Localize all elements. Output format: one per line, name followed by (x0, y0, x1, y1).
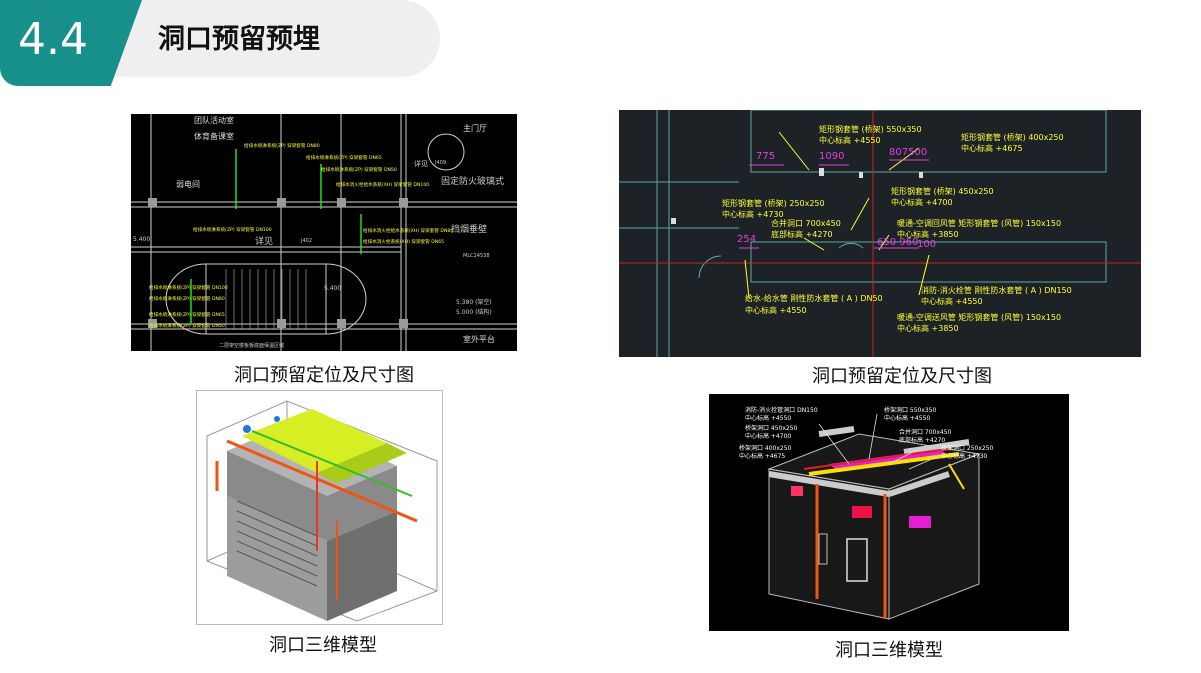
model2-label: 桥架洞口 250x250 (941, 444, 994, 452)
caption-cad-detail: 洞口预留定位及尺寸图 (812, 366, 992, 387)
cad2-label: 矩形钢套管 (桥架) 450x250 (891, 186, 994, 196)
cad1-pipe-label: 给排水喷淋系统(ZP) 穿梁套管 DN50 (321, 166, 397, 173)
section-number: 4.4 (18, 14, 88, 65)
cad1-room-label: 室外平台 (463, 334, 495, 344)
cad1-pipe-label: 给排水喷淋系统(ZP) 穿梁套管 DN80 (149, 295, 225, 302)
cad1-pipe-label: 给排水消火栓系统(XH) 穿梁套管 DN65 (363, 238, 444, 245)
cad2-dimension: 807500 (889, 147, 927, 158)
cad1-pipe-label: 给排水喷淋系统(ZP) 穿梁套管 DN65 (149, 311, 225, 318)
model2-label: 桥架洞口 400x250 (739, 444, 792, 452)
cad1-note: 二层架空楼板板底面保温区域 (219, 342, 284, 349)
cad2-label: 中心标高 +3850 (897, 323, 959, 333)
cad1-pipe-label: 给排水喷淋系统(ZP) 穿梁套管 DN100 (149, 284, 228, 291)
caption-model-dark: 洞口三维模型 (835, 640, 943, 661)
model2-label: 中心标高 +4700 (745, 432, 791, 440)
cad2-label: 矩形钢套管 (桥架) 250x250 (722, 198, 825, 208)
cad2-dimension: 1090 (819, 151, 844, 162)
cad2-label: 矩形钢套管 (桥架) 550x350 (819, 124, 922, 134)
cad1-note: 5.400 (133, 236, 150, 243)
cad1-note: J409 (434, 160, 446, 166)
model2-label: 底部标高 +4270 (899, 436, 945, 444)
cad1-note: 详见 (414, 159, 428, 168)
cad1-room-label: 主门厅 (463, 123, 487, 133)
cad2-label: 底部标高 +4270 (771, 229, 833, 239)
cad1-pipe-label: 给排水喷淋系统(ZP) 穿梁套管 DN50 (149, 322, 225, 329)
cad2-dimension: 100 (917, 239, 936, 250)
model2-label: 中心标高 +4550 (745, 414, 791, 422)
cad2-dimension: 650 960 (877, 237, 918, 248)
cad2-label: 中心标高 +4675 (961, 143, 1023, 153)
model2-label: 消防-消火栓管洞口 DN150 (745, 406, 818, 414)
cad2-label: 合并洞口 700x450 (771, 218, 841, 228)
cad1-note: J402 (300, 238, 312, 244)
cad2-label: 中心标高 +4700 (891, 197, 953, 207)
model2-label: 中心标高 +4730 (941, 452, 987, 460)
cad1-note: 挡烟垂壁 (451, 223, 487, 235)
cad2-label: 暖通-空调送风管 矩形钢套管 (风管) 150x150 (897, 312, 1061, 322)
cad2-label: 消防-消火栓管 刚性防水套管 ( A ) DN150 (921, 285, 1072, 295)
model-3d-figure-dark: 消防-消火栓管洞口 DN150 中心标高 +4550 桥架洞口 550x350 … (709, 394, 1069, 631)
cad2-label: 矩形钢套管 (桥架) 400x250 (961, 132, 1064, 142)
cad1-pipe-label: 给排水消火栓给水系统(XH) 穿梁套管 DN80 (363, 227, 453, 234)
cad1-note: MLC24538 (463, 253, 490, 259)
cad1-note: 5.380 (架空) (456, 298, 492, 306)
cad1-pipe-label: 给排水喷淋系统(ZP) 穿梁套管 DN65 (306, 154, 382, 161)
cad2-label: 暖通-空调回风管 矩形钢套管 (风管) 150x150 (897, 218, 1061, 228)
model2-label: 桥架洞口 550x350 (884, 406, 937, 414)
cad1-note: 5.000 (结构) (456, 308, 492, 316)
cad2-dimension: 254 (737, 234, 756, 245)
cad1-pipe-label: 给排水喷淋系统(ZP) 穿梁套管 DN80 (244, 142, 320, 149)
model2-label: 合并洞口 700x450 (899, 428, 952, 436)
cad2-label: 给水-给水管 刚性防水套管 ( A ) DN50 (745, 293, 883, 303)
cad1-room-label: 体育备课室 (194, 131, 234, 141)
cad1-pipe-label: 给排水消火栓给水系统(XH) 穿梁套管 DN100 (336, 181, 429, 188)
cad2-label: 中心标高 +3850 (897, 229, 959, 239)
cad-plan-figure: 团队活动室 体育备课室 主门厅 弱电间 室外平台 详见 J409 J402 固定… (131, 114, 517, 351)
cad2-label: 中心标高 +4550 (819, 135, 881, 145)
cad1-note: 5.400 (324, 285, 341, 292)
model2-label: 中心标高 +4550 (884, 414, 930, 422)
model2-label: 桥架洞口 450x250 (745, 424, 798, 432)
cad2-label: 中心标高 +4550 (921, 296, 983, 306)
cad1-room-label: 团队活动室 (194, 115, 234, 125)
page-title: 洞口预留预埋 (158, 24, 320, 55)
model-3d-figure-light (196, 390, 443, 625)
cad2-dimension: 775 (756, 151, 775, 162)
cad-detail-figure: 775 1090 807500 254 650 960 100 矩形钢套管 (桥… (619, 110, 1141, 357)
cad1-note: 详见 (255, 235, 273, 247)
cad1-note: 固定防火玻璃式 (441, 175, 504, 187)
cad2-label: 中心标高 +4730 (722, 209, 784, 219)
cad1-pipe-label: 给排水喷淋系统(ZP) 穿梁套管 DN100 (193, 226, 272, 233)
model2-label: 中心标高 +4675 (739, 452, 785, 460)
caption-cad-plan: 洞口预留定位及尺寸图 (234, 365, 414, 386)
cad1-room-label: 弱电间 (176, 179, 200, 189)
caption-model-light: 洞口三维模型 (269, 635, 377, 656)
cad2-label: 中心标高 +4550 (745, 305, 807, 315)
